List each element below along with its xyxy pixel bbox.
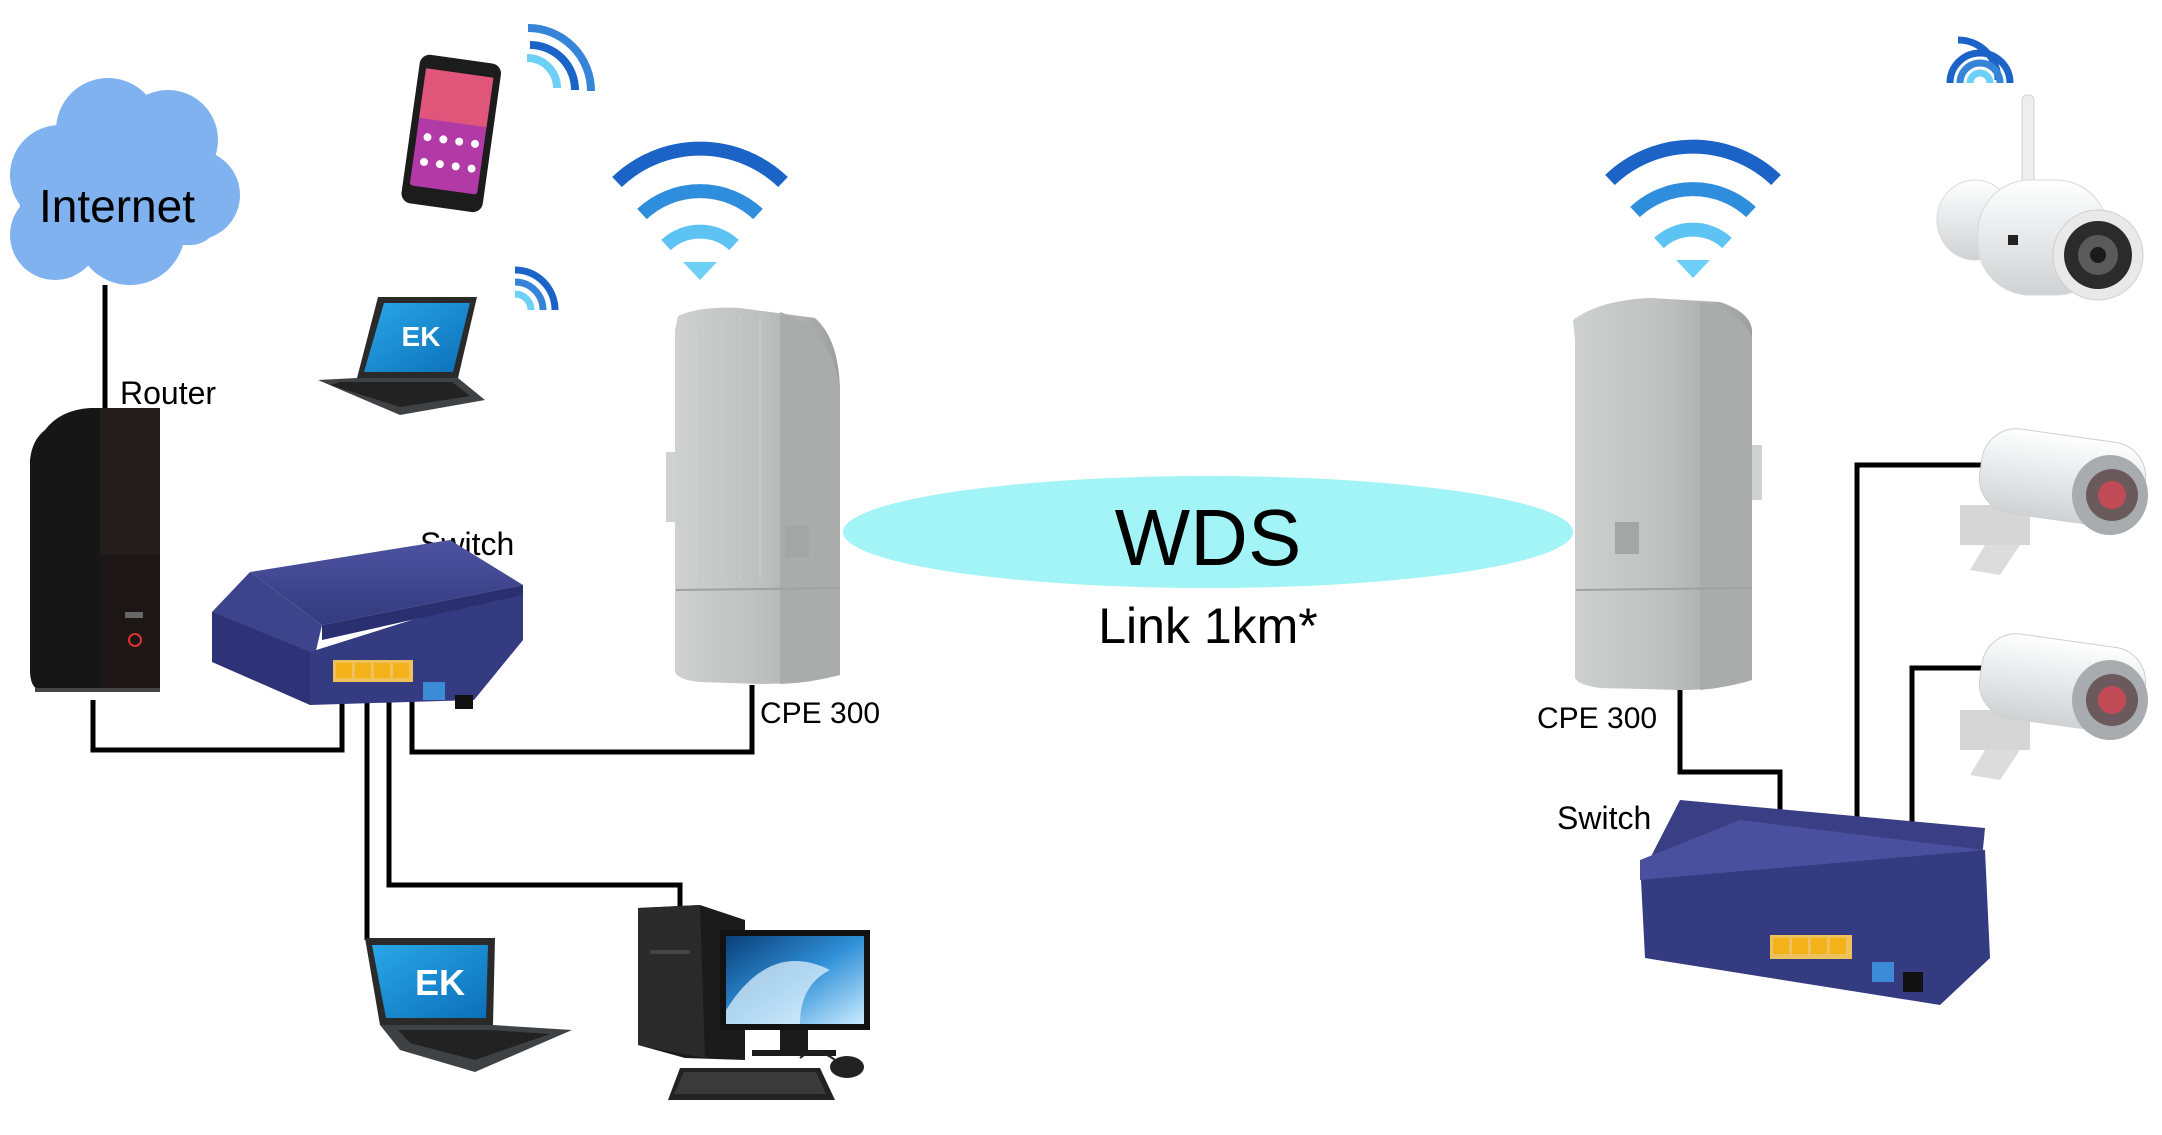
cpe-left-label: CPE 300: [760, 697, 880, 730]
switch-right-label: Switch: [1557, 800, 1651, 836]
link-distance-label: Link 1km*: [1098, 598, 1318, 654]
wifi-icon: [1605, 139, 1781, 278]
laptop-icon: EK: [318, 297, 485, 415]
ip-camera-icon: [1936, 94, 2144, 301]
cable-switch-cpe-left: [409, 685, 755, 755]
desktop-computer-icon: [638, 905, 870, 1100]
wifi-icon: [526, 24, 595, 92]
cpe-right-label: CPE 300: [1537, 702, 1657, 735]
laptop-brand-label: EK: [402, 321, 441, 352]
cable-switch-camera-1: [1854, 462, 1985, 825]
wds-label: WDS: [1115, 493, 1302, 582]
switch-icon: [212, 540, 523, 709]
cable-cpe-right-switch: [1677, 688, 1783, 810]
cloud-icon: [10, 78, 240, 285]
bullet-camera-icon: [1960, 633, 2148, 780]
switch-icon: [1640, 800, 1990, 1005]
router-icon: [30, 408, 160, 692]
laptop-icon: EK: [365, 938, 572, 1072]
laptop-brand-label-bottom: EK: [415, 962, 465, 1003]
cables: [90, 285, 1985, 940]
cpe-antenna-icon: [666, 307, 841, 684]
bullet-camera-icon: [1960, 428, 2148, 575]
cable-switch-camera-2: [1909, 665, 1985, 836]
router-label: Router: [120, 375, 216, 411]
internet-label: Internet: [39, 180, 195, 232]
cable-switch-desktop: [386, 685, 683, 910]
wifi-icon: [612, 141, 788, 280]
wifi-icon: [1946, 36, 2014, 84]
smartphone-icon: [401, 54, 501, 213]
wifi-icon: [514, 266, 559, 311]
cable-router-switch: [90, 685, 345, 753]
cpe-antenna-icon: [1573, 298, 1762, 690]
wds-link-ellipse: [843, 476, 1573, 588]
